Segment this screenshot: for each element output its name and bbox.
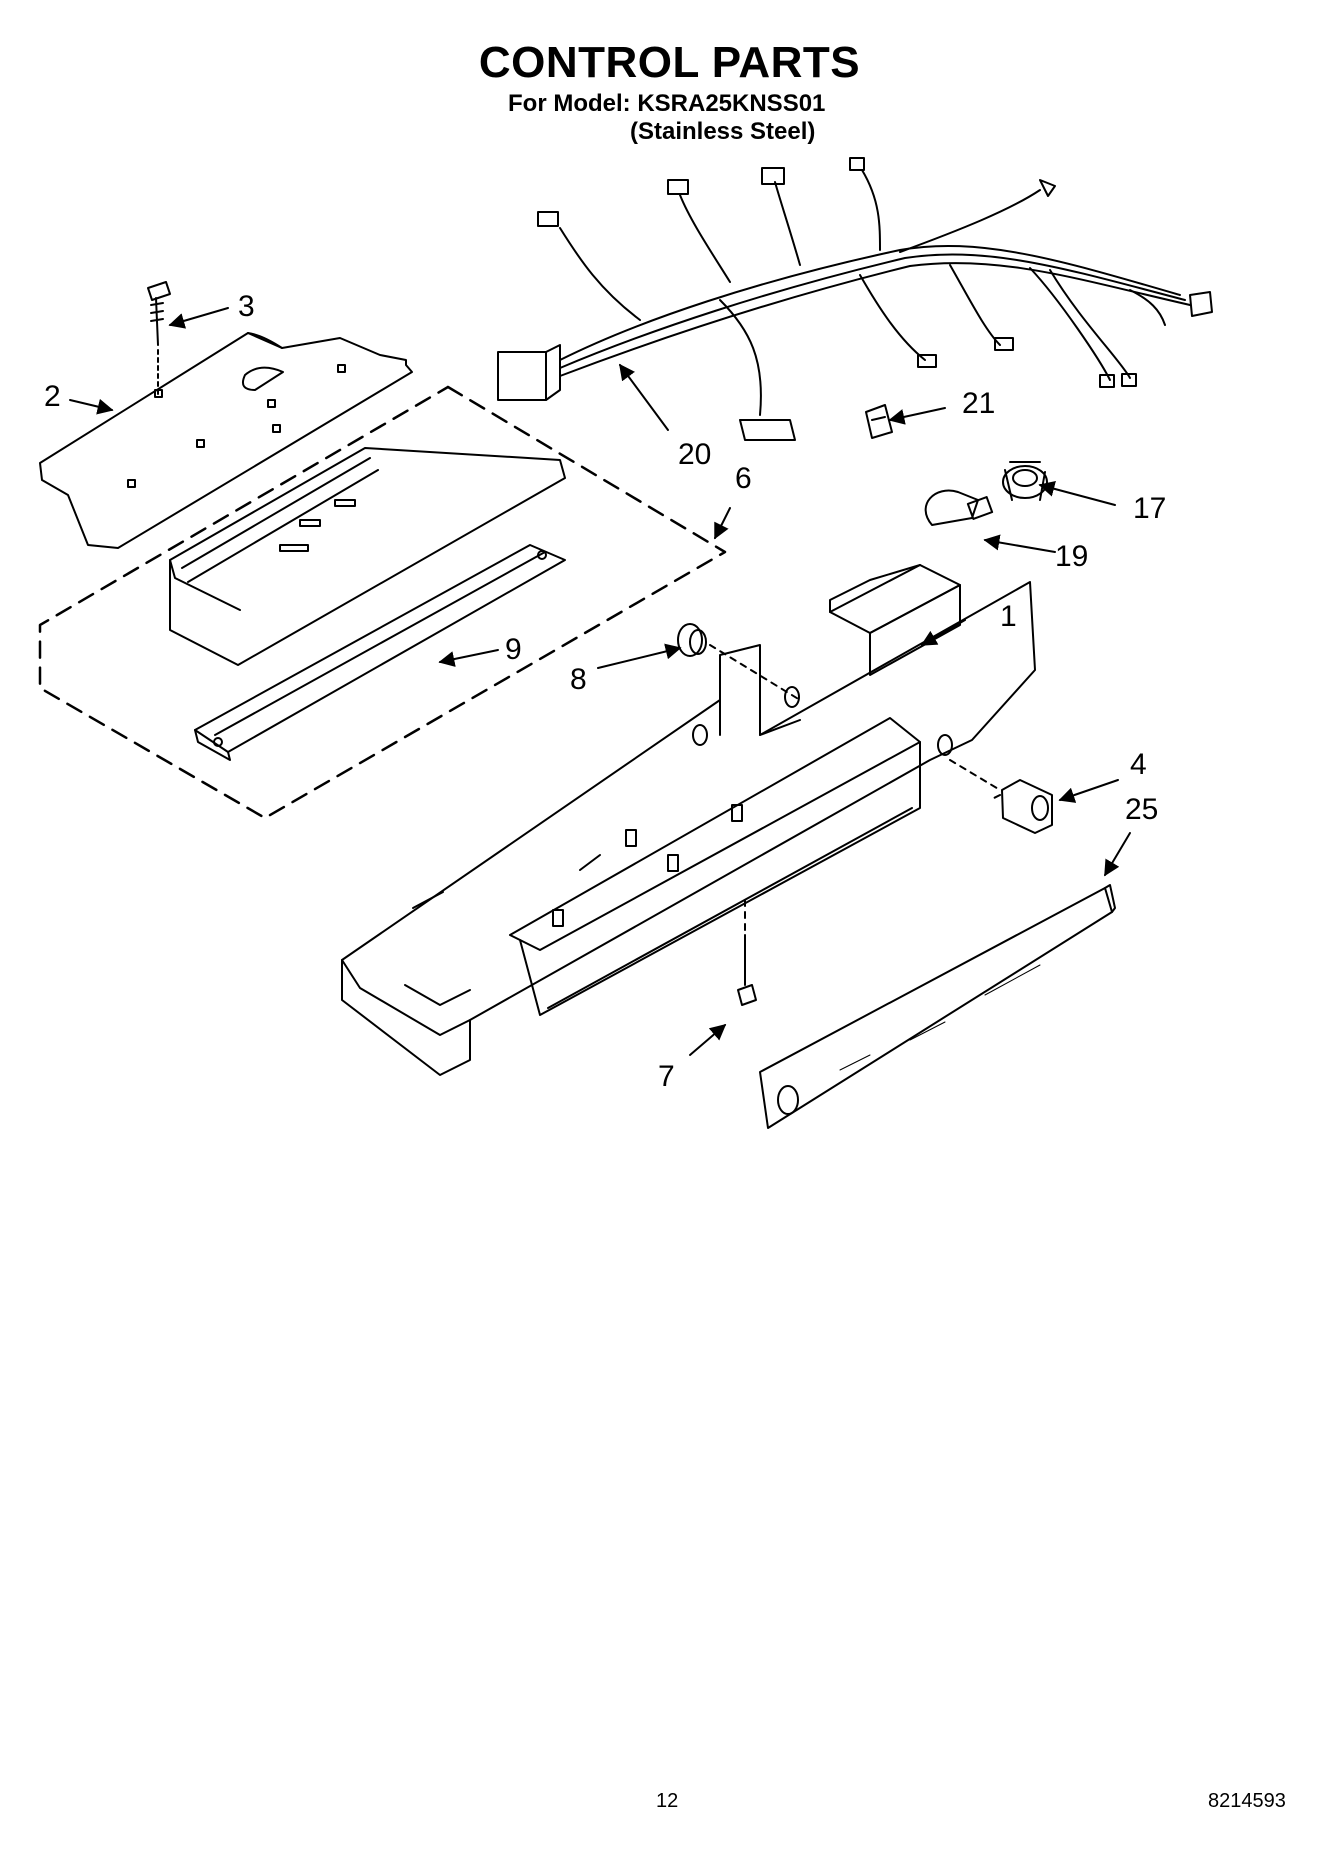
page-number: 12 (656, 1790, 679, 1812)
callout-25: 25 (1125, 793, 1159, 826)
clip-part-21 (865, 404, 893, 439)
callout-17: 17 (1133, 492, 1167, 525)
document-number: 8214593 (1208, 1790, 1286, 1812)
callout-4: 4 (1130, 748, 1147, 781)
callout-3: 3 (238, 290, 255, 323)
callout-20: 20 (678, 438, 712, 471)
label-strip-part-25 (759, 884, 1116, 1129)
screw-part-3 (147, 281, 171, 396)
bulb-part-19 (924, 489, 994, 526)
callout-19: 19 (1055, 540, 1089, 573)
control-board-lower-part-9 (194, 544, 566, 761)
model-line: For Model: KSRA25KNSS01 (508, 90, 826, 117)
callout-8: 8 (570, 663, 587, 696)
switch-part-4 (949, 759, 1053, 834)
control-housing-part-1 (341, 564, 1036, 1076)
callout-7: 7 (658, 1060, 675, 1093)
wiring-harness-part-20 (497, 157, 1213, 441)
screw-part-7 (737, 899, 757, 1006)
control-board-upper (169, 447, 566, 666)
callout-6: 6 (735, 462, 752, 495)
page-title: CONTROL PARTS (478, 38, 861, 87)
board-assembly-outline-part-6 (38, 385, 727, 820)
callout-1: 1 (1000, 600, 1017, 633)
callout-2: 2 (44, 380, 61, 413)
finish-line: (Stainless Steel) (630, 118, 816, 145)
cover-plate-part-2 (39, 332, 413, 549)
callout-9: 9 (505, 633, 522, 666)
grommet-part-8 (677, 623, 801, 701)
callout-leader-lines (69, 307, 1131, 1056)
socket-part-17 (1002, 461, 1048, 501)
callout-21: 21 (962, 387, 996, 420)
